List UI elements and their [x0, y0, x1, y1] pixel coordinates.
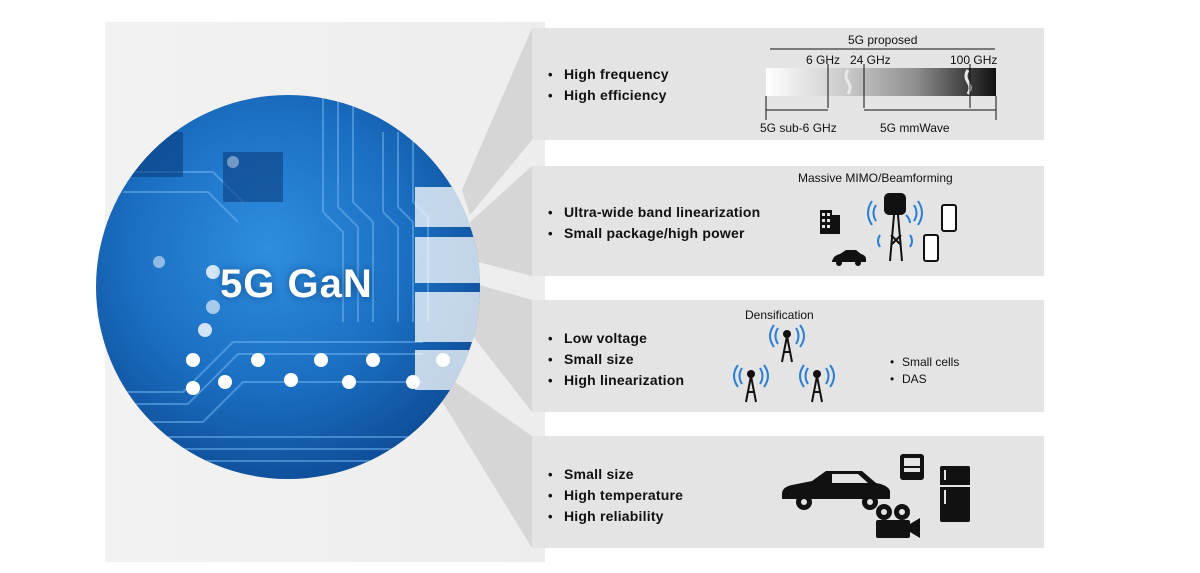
signal-waves-icon	[867, 200, 923, 248]
cell-list: Small cells DAS	[890, 354, 959, 388]
panel-2-bullets: Ultra-wide band linearization Small pack…	[548, 202, 760, 244]
panel-3-bullets: Low voltage Small size High linearizatio…	[548, 328, 684, 391]
sub6-label: 5G sub-6 GHz	[760, 121, 837, 135]
panel-1-bullets: High frequency High efficiency	[548, 64, 669, 106]
connector-2	[470, 166, 532, 276]
car-icon	[832, 250, 866, 266]
list-item: Small cells	[890, 354, 959, 371]
phone-icon	[923, 204, 957, 262]
bullet: Small size	[548, 464, 683, 485]
connector-1	[462, 28, 532, 215]
bullet: High efficiency	[548, 85, 669, 106]
tick-100ghz: 100 GHz	[950, 53, 998, 67]
refrigerator-icon	[940, 466, 970, 522]
bullet: Small size	[548, 349, 684, 370]
mmwave-label: 5G mmWave	[880, 121, 950, 135]
building-icon	[820, 210, 840, 234]
mimo-illustration	[820, 193, 957, 266]
bullet: High frequency	[548, 64, 669, 85]
tower-icon	[747, 330, 821, 378]
mimo-caption: Massive MIMO/Beamforming	[798, 171, 953, 185]
list-item: DAS	[890, 371, 959, 388]
appliance-icon	[900, 454, 924, 480]
bullet: Small package/high power	[548, 223, 760, 244]
bullet: Ultra-wide band linearization	[548, 202, 760, 223]
center-title: 5G GaN	[220, 262, 373, 306]
spectrum-diagram	[765, 48, 997, 120]
car-icon	[782, 471, 890, 510]
bullet: Low voltage	[548, 328, 684, 349]
bullet: High reliability	[548, 506, 683, 527]
densification-illustration	[733, 324, 835, 403]
densification-caption: Densification	[745, 308, 814, 322]
tick-6ghz: 6 GHz	[806, 53, 841, 67]
connector-4	[440, 380, 532, 548]
tower-icon	[889, 214, 903, 262]
proposed-label: 5G proposed	[848, 33, 918, 47]
signal-waves-icon	[733, 324, 835, 388]
tick-24ghz: 24 GHz	[850, 53, 891, 67]
bullet: High temperature	[548, 485, 683, 506]
chip-circle	[96, 95, 480, 479]
spectrum-bar	[766, 68, 996, 96]
applications-illustration	[782, 454, 970, 538]
connector-3	[468, 284, 532, 412]
panel-4-bullets: Small size High temperature High reliabi…	[548, 464, 683, 527]
bullet: High linearization	[548, 370, 684, 391]
video-camera-icon	[876, 504, 920, 538]
